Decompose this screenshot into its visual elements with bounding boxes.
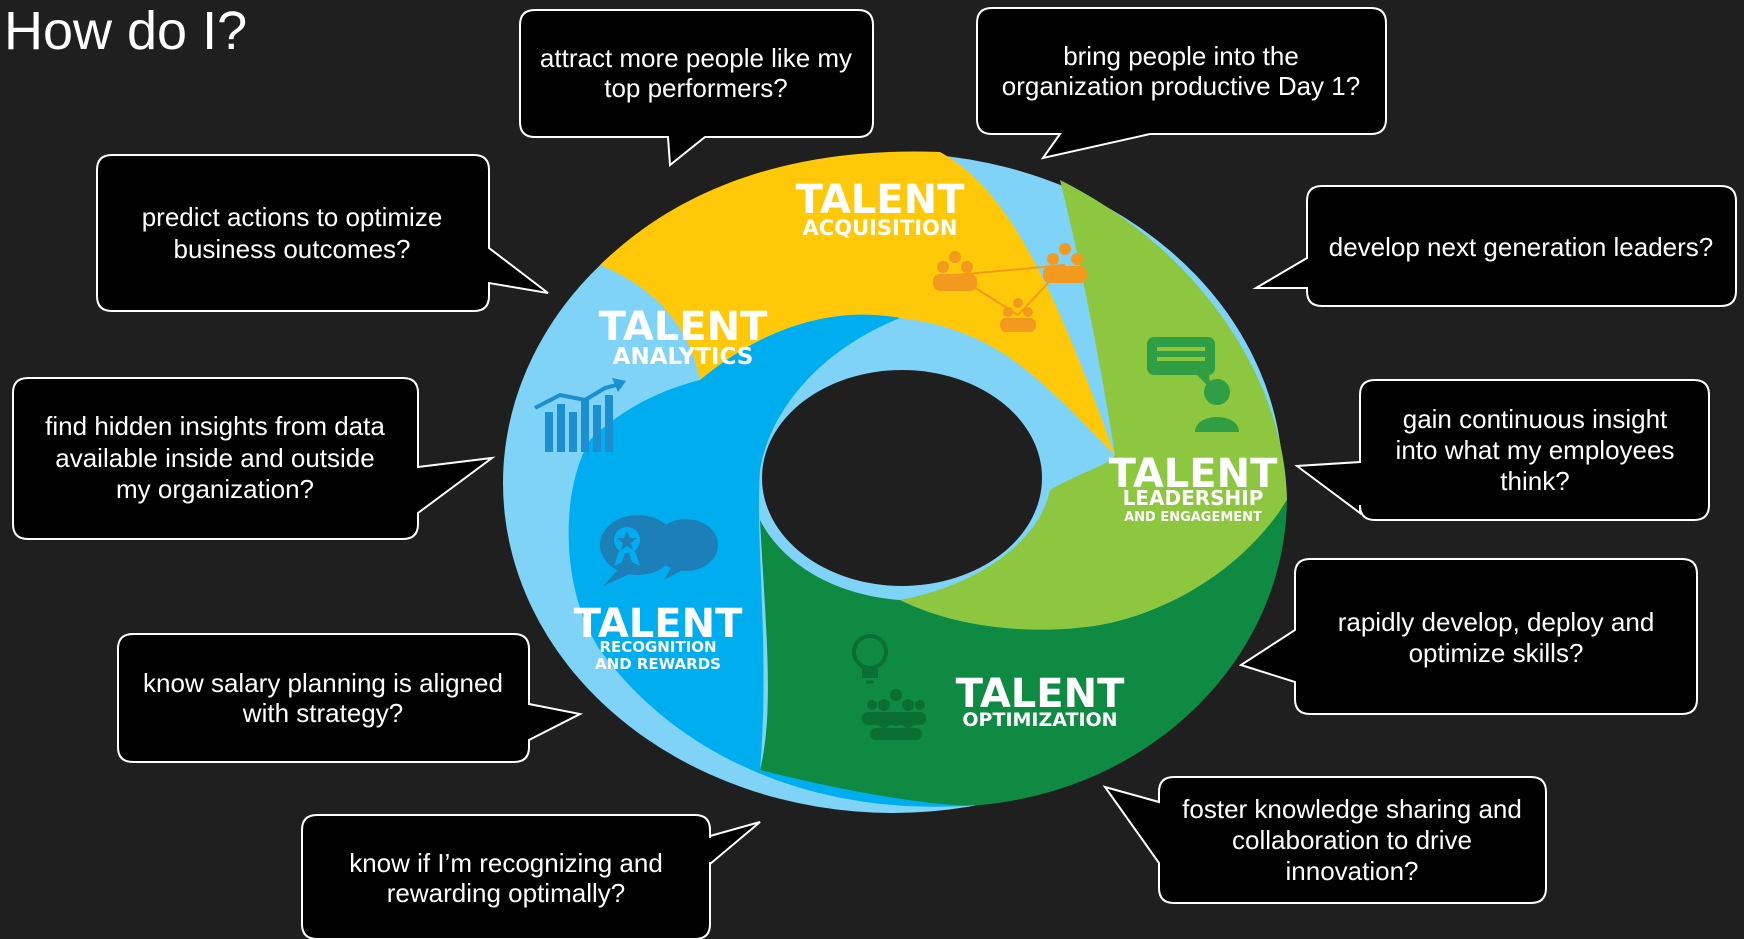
segment-recognition xyxy=(568,314,980,807)
segment-subtitle: LEADERSHIP xyxy=(1123,486,1264,510)
question-bubble-gain-insight: gain continuous insight into what my emp… xyxy=(1294,379,1710,521)
bubble-line: optimize skills? xyxy=(1409,638,1584,668)
bubble-line: my organization? xyxy=(116,474,314,504)
segment-title: TALENT xyxy=(574,601,743,647)
question-bubble-salary: know salary planning is aligned with str… xyxy=(117,633,584,763)
segment-acquisition xyxy=(600,151,1115,455)
segment-subtitle2: AND REWARDS xyxy=(595,655,721,673)
segment-label-leadership: TALENT LEADERSHIP AND ENGAGEMENT xyxy=(1109,451,1278,525)
bubble-line: collaboration to drive xyxy=(1232,825,1472,855)
segment-title: TALENT xyxy=(796,177,965,223)
bubble-line: organization productive Day 1? xyxy=(1002,71,1360,101)
bubble-line: gain continuous insight xyxy=(1403,404,1668,434)
segment-leadership xyxy=(900,180,1287,630)
segment-subtitle: OPTIMIZATION xyxy=(962,709,1117,731)
talent-ring xyxy=(503,151,1287,813)
bubble-line: rapidly develop, deploy and xyxy=(1338,607,1655,637)
question-bubble-find-insights: find hidden insights from data available… xyxy=(12,377,496,540)
award-chat-icon xyxy=(600,515,718,586)
bubble-line: into what my employees xyxy=(1396,435,1675,465)
bubble-line: foster knowledge sharing and xyxy=(1182,794,1522,824)
question-bubble-develop-leaders: develop next generation leaders? xyxy=(1252,185,1737,307)
bubble-line: rewarding optimally? xyxy=(387,878,625,908)
bubble-line: know if I’m recognizing and xyxy=(349,848,663,878)
bubble-line: find hidden insights from data xyxy=(45,411,385,441)
bubble-line: innovation? xyxy=(1286,856,1419,886)
bubble-line: top performers? xyxy=(604,73,788,103)
bubble-line: bring people into the xyxy=(1063,41,1299,71)
segment-subtitle: RECOGNITION xyxy=(599,638,716,656)
bubble-line: with strategy? xyxy=(242,698,403,728)
bubble-line: attract more people like my xyxy=(540,43,852,73)
segment-label-analytics: TALENT ANALYTICS xyxy=(599,304,768,370)
question-bubble-bring: bring people into the organization produ… xyxy=(976,7,1387,160)
question-bubble-recognizing: know if I’m recognizing and rewarding op… xyxy=(301,814,761,939)
segment-label-optimization: TALENT OPTIMIZATION xyxy=(956,671,1125,731)
segment-subtitle: ACQUISITION xyxy=(803,216,958,240)
bubble-line: develop next generation leaders? xyxy=(1329,232,1714,262)
bubble-line: know salary planning is aligned xyxy=(143,668,503,698)
bubble-line: think? xyxy=(1500,466,1569,496)
page-title: How do I? xyxy=(4,1,248,61)
segment-subtitle: ANALYTICS xyxy=(613,344,754,370)
bubble-line: predict actions to optimize xyxy=(142,202,443,232)
segment-subtitle2: AND ENGAGEMENT xyxy=(1124,510,1262,525)
segment-label-acquisition: TALENT ACQUISITION xyxy=(796,177,965,240)
question-bubble-foster: foster knowledge sharing and collaborati… xyxy=(1102,776,1547,904)
chat-person-icon xyxy=(1147,337,1239,432)
question-bubble-attract: attract more people like my top performe… xyxy=(519,9,874,167)
bar-chart-trend-icon xyxy=(534,378,626,452)
bubble-line: available inside and outside xyxy=(55,443,374,473)
segment-title: TALENT xyxy=(1109,451,1278,497)
segment-title: TALENT xyxy=(599,304,768,350)
lightbulb-people-icon xyxy=(852,634,926,740)
question-bubble-predict: predict actions to optimize business out… xyxy=(96,154,549,312)
segment-label-recognition: TALENT RECOGNITION AND REWARDS xyxy=(574,601,743,673)
question-bubble-rapidly-develop: rapidly develop, deploy and optimize ski… xyxy=(1238,558,1698,715)
segment-title: TALENT xyxy=(956,671,1125,717)
ring-center-hole xyxy=(762,370,1042,586)
bubble-line: business outcomes? xyxy=(173,234,410,264)
people-network-icon xyxy=(933,243,1087,332)
